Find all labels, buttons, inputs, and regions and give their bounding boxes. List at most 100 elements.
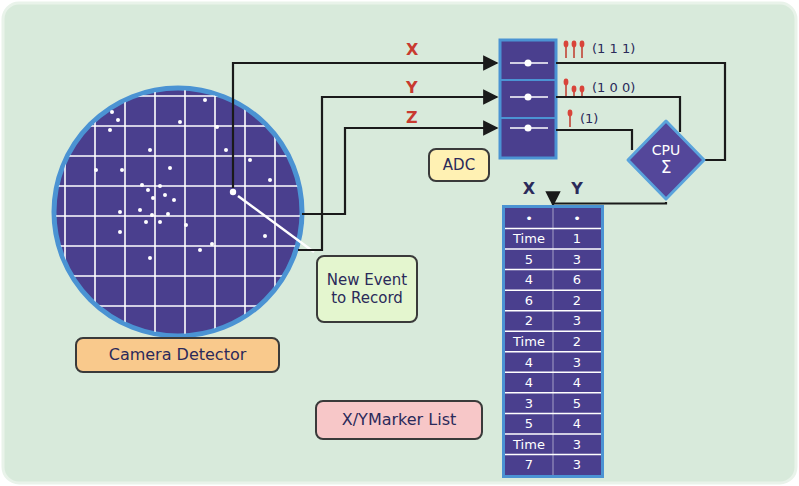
table-cell: 4 — [553, 375, 601, 390]
adc-divider — [500, 79, 556, 81]
column-divider — [553, 208, 554, 475]
table-cell: 3 — [553, 437, 601, 452]
signal-wire — [233, 63, 497, 188]
new-event-dot — [230, 189, 236, 195]
signal-name: Z — [406, 110, 418, 126]
ellipse-part — [580, 86, 585, 93]
caption-box: Camera Detector — [75, 337, 280, 373]
event-dot — [203, 98, 207, 102]
line-part — [274, 80, 276, 345]
table-cell: 3 — [505, 396, 553, 411]
label-text: Camera Detector — [109, 345, 247, 364]
marker-list-table: XY••Time153466223Time243443554Time373 — [502, 205, 604, 478]
event-dot — [148, 148, 152, 152]
detector-dots — [94, 98, 272, 260]
event-dot — [148, 256, 152, 260]
event-dot — [210, 242, 214, 246]
event-dot — [108, 128, 112, 132]
event-dot — [110, 110, 114, 114]
event-dot — [116, 118, 120, 122]
event-dot — [172, 198, 176, 202]
bit-value: (1 0 0) — [592, 81, 635, 94]
event-dot — [120, 168, 124, 172]
adc-block — [500, 40, 556, 158]
event-dot — [198, 248, 202, 252]
line-part — [304, 80, 306, 345]
table-cell: 2 — [553, 334, 601, 349]
table-cell: 4 — [505, 355, 553, 370]
line-part — [45, 155, 310, 157]
line-part — [45, 95, 310, 97]
table-cell: 4 — [505, 272, 553, 287]
diamond-outline — [628, 121, 704, 199]
event-dot — [163, 193, 167, 197]
event-dot — [158, 220, 162, 224]
line-part — [45, 305, 310, 307]
table-cell: 5 — [505, 252, 553, 267]
ellipse-part — [564, 41, 569, 48]
table-cell: 3 — [553, 252, 601, 267]
callout-box: New Event to Record — [316, 255, 418, 323]
caption-box: X/YMarker List — [315, 400, 483, 440]
bit-value: (1 1 1) — [592, 42, 635, 55]
data-wire — [556, 130, 632, 150]
event-dot — [224, 148, 228, 152]
event-dot — [178, 120, 182, 124]
table-cell: 7 — [505, 457, 553, 472]
event-dot — [184, 223, 188, 227]
ellipse-part — [564, 79, 569, 86]
bit-value: (1) — [580, 112, 598, 125]
ellipse-part — [568, 110, 573, 117]
event-dot — [140, 183, 144, 187]
ellipse-part — [572, 86, 577, 93]
event-dot — [150, 213, 154, 217]
cpu-diamond: CPUΣ — [625, 118, 707, 202]
detector-grid — [45, 80, 310, 345]
adc-channel-dot — [525, 94, 532, 101]
table-cell: Time — [505, 437, 553, 452]
column-header: X — [505, 181, 553, 196]
event-dot — [166, 212, 170, 216]
event-dot — [168, 166, 172, 170]
ellipse-part — [580, 41, 585, 48]
ellipse-part — [572, 41, 577, 48]
table-cell: 6 — [553, 272, 601, 287]
table-cell: 2 — [505, 313, 553, 328]
event-dot — [118, 230, 122, 234]
table-cell: 4 — [505, 375, 553, 390]
table-cell: 5 — [553, 396, 601, 411]
line-part — [45, 275, 310, 277]
event-dot — [151, 196, 155, 200]
sum-symbol: Σ — [661, 158, 672, 178]
adc-channel-dot — [525, 125, 532, 132]
signal-wire — [298, 97, 497, 250]
table-cell: 3 — [553, 457, 601, 472]
table-cell: 1 — [553, 231, 601, 246]
line-part — [45, 215, 310, 217]
line-part — [64, 80, 66, 345]
table-cell: 2 — [553, 293, 601, 308]
table-cell: 3 — [553, 313, 601, 328]
event-dot — [248, 158, 252, 162]
event-dot — [268, 178, 272, 182]
event-dot — [215, 125, 219, 129]
label-text: X/YMarker List — [342, 410, 456, 429]
line-part — [45, 245, 310, 247]
adc-channel-dot — [525, 60, 532, 67]
cpu-label: CPU — [652, 142, 680, 158]
event-dot — [118, 210, 122, 214]
label-text: New Event to Record — [326, 271, 408, 307]
table-cell: 4 — [553, 416, 601, 431]
column-header: Y — [553, 181, 601, 196]
event-dot — [144, 220, 148, 224]
adc-label: ADC — [428, 148, 490, 182]
leader-line — [238, 196, 314, 252]
signal-name: X — [406, 42, 418, 58]
table-cell: • — [553, 211, 601, 226]
table-cell: Time — [505, 334, 553, 349]
event-dot — [138, 208, 142, 212]
line-part — [94, 80, 96, 345]
table-cell: 6 — [505, 293, 553, 308]
table-cell: 5 — [505, 416, 553, 431]
adc-divider — [500, 117, 556, 119]
